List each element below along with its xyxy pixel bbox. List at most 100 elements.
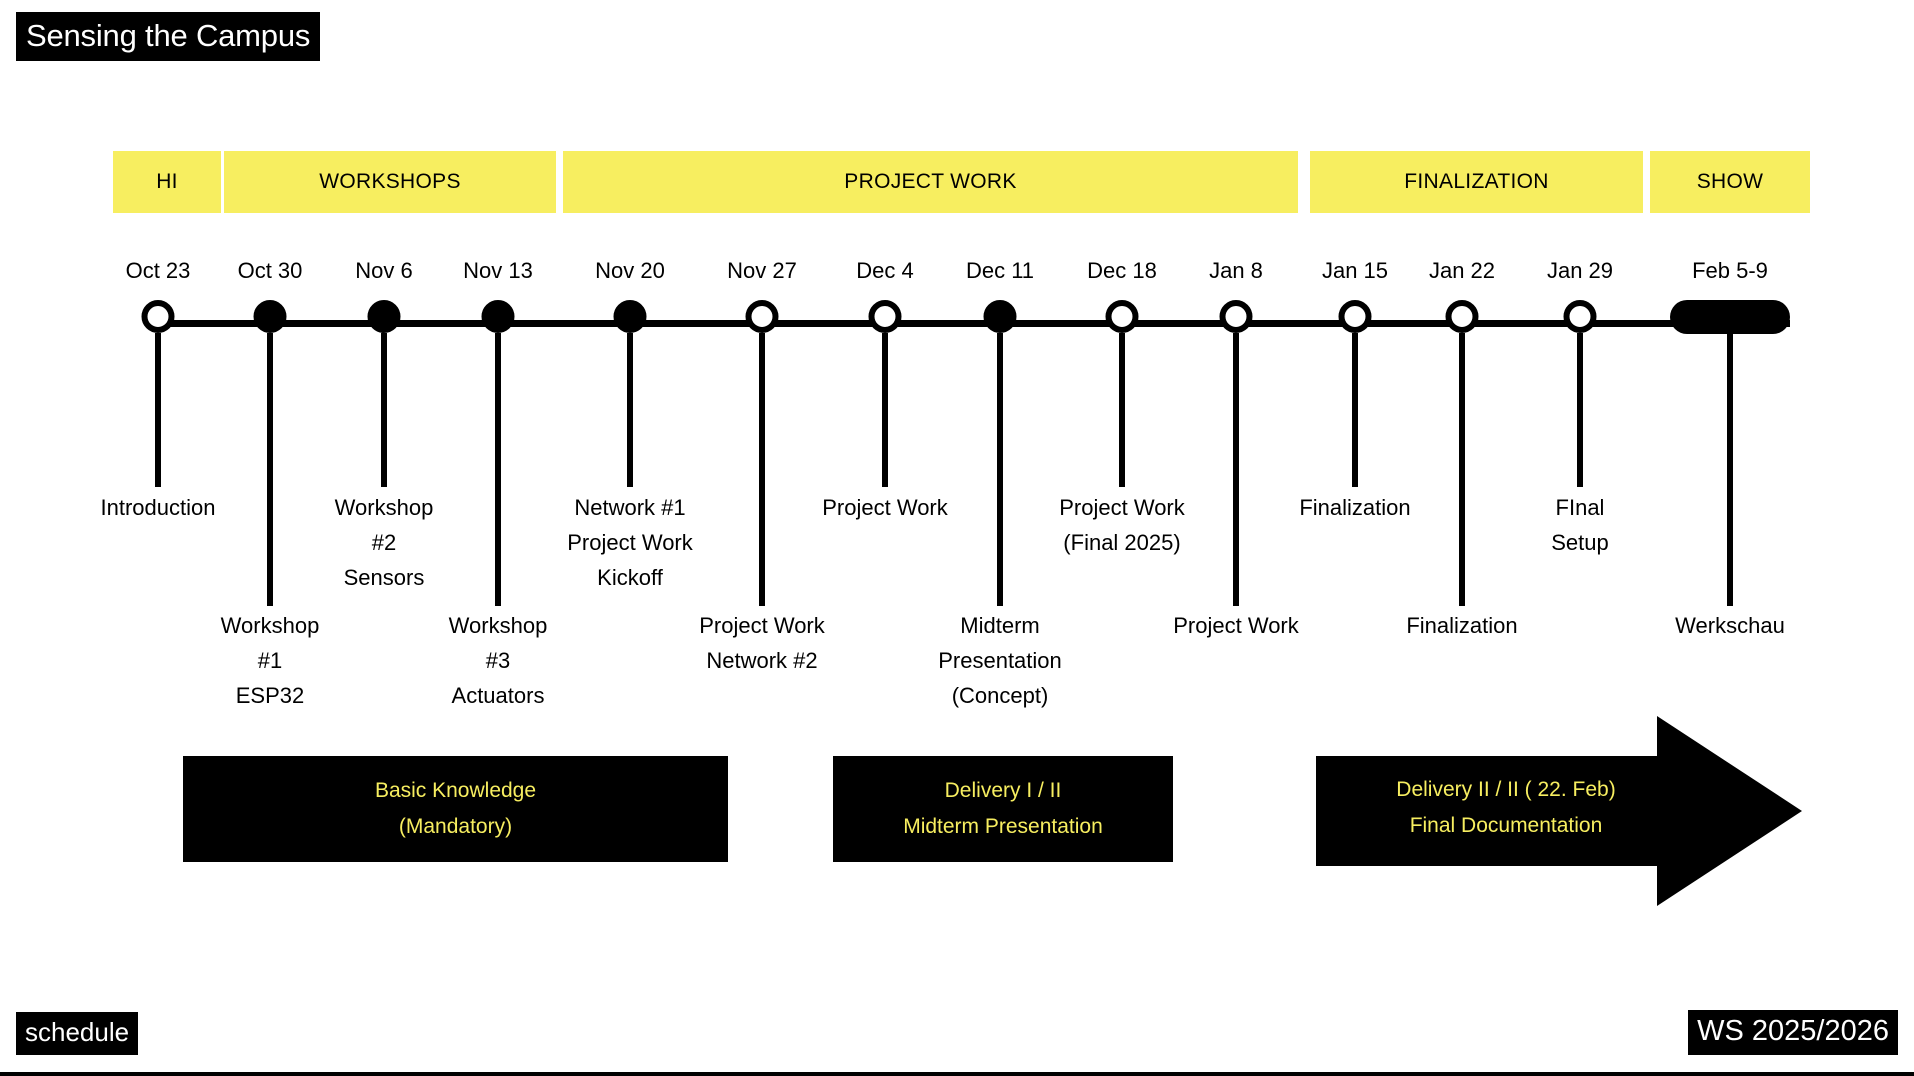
phase-bar-label: HI	[156, 170, 178, 193]
timeline-date-nov-27: Nov 27	[727, 258, 797, 283]
timeline-label-line: Midterm	[960, 613, 1040, 638]
phase-bar-label: WORKSHOPS	[319, 170, 461, 193]
delivery-3-text: Delivery II / II ( 22. Feb) Final Documen…	[1316, 772, 1696, 844]
timeline-label-line: ESP32	[235, 683, 305, 708]
timeline-label-line: Presentation	[938, 648, 1062, 673]
delivery-line: Final Documentation	[1409, 814, 1603, 837]
timeline-stem-jan-29	[1577, 333, 1583, 487]
timeline-date-dec-11: Dec 11	[965, 258, 1035, 283]
timeline-marker-dec-11[interactable]	[983, 300, 1017, 333]
footer-semester-label: WS 2025/2026	[1688, 1010, 1898, 1055]
delivery-line: Midterm Presentation	[903, 815, 1103, 838]
timeline-date-feb-5-9: Feb 5-9	[1692, 258, 1768, 283]
timeline-date-jan-22: Jan 22	[1428, 258, 1496, 283]
timeline-label-line: Kickoff	[597, 565, 663, 590]
timeline-marker-nov-13[interactable]	[481, 300, 515, 333]
timeline-label-line: #3	[485, 648, 511, 673]
delivery-2-bar: Delivery I / II Midterm Presentation	[833, 756, 1173, 862]
timeline-label-line: Werkschau	[1675, 613, 1785, 638]
timeline-label-line: #1	[257, 648, 283, 673]
phase-bar-workshops: WORKSHOPS	[224, 151, 556, 213]
timeline-label-line: Project Work	[699, 613, 825, 638]
timeline-label-jan-22: Finalization	[1406, 608, 1517, 643]
timeline-label-line: Network #1	[574, 495, 686, 520]
phase-bar-finalization: FINALIZATION	[1310, 151, 1643, 213]
timeline-stem-dec-11	[997, 333, 1003, 606]
timeline-stem-nov-13	[495, 333, 501, 606]
timeline-label-dec-18: Project Work(Final 2025)	[1059, 490, 1185, 560]
phase-bar-label: SHOW	[1696, 170, 1764, 193]
timeline-stem-oct-30	[267, 333, 273, 606]
timeline-stem-dec-18	[1119, 333, 1125, 487]
timeline-label-line: Sensors	[343, 565, 425, 590]
timeline-date-dec-18: Dec 18	[1087, 258, 1157, 283]
timeline-label-line: #2	[371, 530, 397, 555]
timeline-marker-dec-4[interactable]	[868, 300, 902, 333]
timeline-marker-jan-22[interactable]	[1445, 300, 1479, 333]
delivery-1-bar: Basic Knowledge (Mandatory)	[183, 756, 728, 862]
timeline-label-line: Project Work	[1173, 613, 1299, 638]
timeline-marker-dec-18[interactable]	[1105, 300, 1139, 333]
page-title: Sensing the Campus	[16, 12, 321, 61]
timeline-marker-nov-20[interactable]	[613, 300, 647, 333]
timeline-marker-feb-5-9[interactable]	[1670, 300, 1790, 334]
timeline-stem-dec-4	[882, 333, 888, 487]
timeline-marker-oct-23[interactable]	[141, 300, 175, 333]
timeline-label-line: Network #2	[706, 648, 818, 673]
phase-bar-label: FINALIZATION	[1404, 170, 1549, 193]
phase-bar-project-work: PROJECT WORK	[563, 151, 1298, 213]
timeline-date-nov-13: Nov 13	[463, 258, 533, 283]
timeline-label-line: Setup	[1551, 530, 1609, 555]
delivery-line: (Mandatory)	[398, 815, 513, 838]
timeline-label-line: Actuators	[451, 683, 545, 708]
timeline-marker-nov-27[interactable]	[745, 300, 779, 333]
timeline-date-jan-15: Jan 15	[1321, 258, 1389, 283]
phase-bar-label: PROJECT WORK	[844, 170, 1017, 193]
timeline-date-dec-4: Dec 4	[856, 258, 914, 283]
timeline-marker-nov-6[interactable]	[367, 300, 401, 333]
phase-bar-hi: HI	[113, 151, 221, 213]
delivery-3-arrow: Delivery II / II ( 22. Feb) Final Documen…	[1316, 716, 1802, 906]
timeline-marker-jan-15[interactable]	[1338, 300, 1372, 333]
phase-bar-show: SHOW	[1650, 151, 1810, 213]
timeline-stem-oct-23	[155, 333, 161, 487]
timeline-label-line: FInal	[1555, 495, 1605, 520]
timeline-label-line: Finalization	[1299, 495, 1411, 520]
timeline-label-line: (Final 2025)	[1063, 530, 1181, 555]
delivery-line: Delivery I / II	[944, 779, 1062, 802]
timeline-date-jan-8: Jan 8	[1209, 258, 1263, 283]
timeline-label-line: Workshop	[220, 613, 320, 638]
timeline-stem-nov-20	[627, 333, 633, 487]
delivery-line: Delivery II / II ( 22. Feb)	[1396, 778, 1616, 801]
footer-divider	[0, 1072, 1914, 1076]
timeline-label-line: Introduction	[100, 495, 216, 520]
timeline-label-feb-5-9: Werkschau	[1675, 608, 1785, 643]
timeline-label-line: Project Work	[822, 495, 948, 520]
arrow-shape-icon	[1316, 716, 1802, 906]
timeline-stem-feb-5-9	[1727, 333, 1733, 606]
timeline-date-oct-30: Oct 30	[237, 258, 303, 283]
timeline-marker-oct-30[interactable]	[253, 300, 287, 333]
footer-schedule-label: schedule	[16, 1012, 139, 1055]
timeline-marker-jan-8[interactable]	[1219, 300, 1253, 333]
timeline-stem-jan-15	[1352, 333, 1358, 487]
phase-bar-row: HI WORKSHOPS PROJECT WORK FINALIZATION SHOW	[0, 151, 1914, 213]
timeline-label-line: Workshop	[448, 613, 548, 638]
timeline-label-line: Finalization	[1406, 613, 1518, 638]
timeline-stem-nov-6	[381, 333, 387, 487]
timeline-axis	[158, 320, 1790, 327]
timeline-marker-jan-29[interactable]	[1563, 300, 1597, 333]
timeline-label-line: Workshop	[334, 495, 434, 520]
timeline-label-jan-8: Project Work	[1173, 608, 1299, 643]
timeline-label-dec-4: Project Work	[822, 490, 948, 525]
timeline-stem-jan-8	[1233, 333, 1239, 606]
timeline-date-nov-20: Nov 20	[595, 258, 665, 283]
delivery-line: Basic Knowledge	[374, 779, 537, 802]
